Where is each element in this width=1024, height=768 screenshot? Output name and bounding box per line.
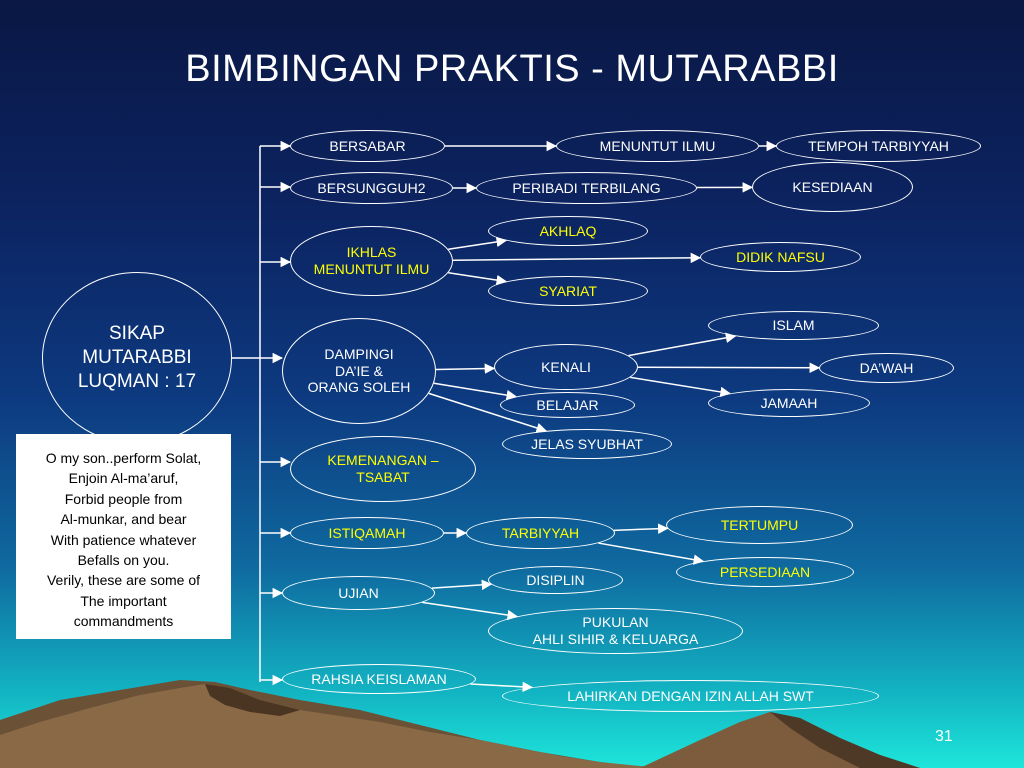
arrow-ikhlas-to-akhlaq bbox=[448, 236, 508, 251]
node-jamaah: JAMAAH bbox=[708, 389, 870, 417]
node-to-node-arrows bbox=[422, 140, 821, 693]
node-disiplin: DISIPLIN bbox=[488, 566, 623, 594]
node-tempoh-tarbiyyah: TEMPOH TARBIYYAH bbox=[776, 130, 981, 162]
arrow-kenali-to-islam bbox=[628, 332, 737, 357]
page-title: BIMBINGAN PRAKTIS - MUTARABBI bbox=[185, 48, 839, 90]
right-mountain-shadow bbox=[770, 712, 920, 768]
node-syariat: SYARIAT bbox=[488, 276, 648, 306]
arrow-dampingi-to-kenali bbox=[435, 363, 496, 374]
node-akhlaq: AKHLAQ bbox=[488, 216, 648, 246]
arrow-ujian-to-disiplin bbox=[431, 579, 493, 591]
node-kemenangan: KEMENANGAN – TSABAT bbox=[290, 436, 476, 502]
node-dampingi: DAMPINGI DA’IE & ORANG SOLEH bbox=[282, 318, 436, 424]
arrow-ikhlas-to-syariat bbox=[448, 271, 508, 286]
arrow-tarbiyyah-to-persediaan bbox=[598, 542, 705, 565]
arrow-dampingi-to-jelas_syubhat bbox=[428, 392, 547, 433]
arrow-rahsia_keislaman-to-lahirkan bbox=[470, 681, 533, 693]
arrow-kenali-to-dawah bbox=[637, 362, 821, 374]
node-dawah: DA’WAH bbox=[819, 353, 954, 383]
node-bersabar: BERSABAR bbox=[290, 130, 445, 162]
node-tarbiyyah: TARBIYYAH bbox=[466, 517, 615, 549]
arrow-dampingi-to-belajar bbox=[433, 382, 518, 401]
arrow-kenali-to-jamaah bbox=[630, 376, 731, 398]
node-peribadi-terbilang: PERIBADI TERBILANG bbox=[476, 172, 697, 204]
quote-box: O my son..perform Solat, Enjoin Al-ma’ar… bbox=[16, 434, 231, 639]
node-ujian: UJIAN bbox=[282, 576, 435, 610]
node-islam: ISLAM bbox=[708, 311, 879, 340]
node-root: SIKAP MUTARABBI LUQMAN : 17 bbox=[42, 272, 232, 444]
node-persediaan: PERSEDIAAN bbox=[676, 557, 854, 587]
node-kesediaan: KESEDIAAN bbox=[752, 162, 913, 212]
arrow-ujian-to-pukulan bbox=[422, 601, 518, 621]
node-pukulan: PUKULAN AHLI SIHIR & KELUARGA bbox=[488, 608, 743, 654]
node-jelas-syubhat: JELAS SYUBHAT bbox=[502, 429, 672, 459]
slide-number: 31 bbox=[935, 728, 953, 745]
node-rahsia-keislaman: RAHSIA KEISLAMAN bbox=[282, 664, 476, 694]
node-menuntut-ilmu: MENUNTUT ILMU bbox=[556, 130, 759, 162]
node-ikhlas: IKHLAS MENUNTUT ILMU bbox=[290, 226, 453, 296]
arrow-tarbiyyah-to-tertumpu bbox=[613, 523, 669, 534]
main-mountain bbox=[0, 684, 700, 768]
node-kenali: KENALI bbox=[494, 344, 638, 390]
node-tertumpu: TERTUMPU bbox=[666, 506, 853, 544]
root-branch-connectors bbox=[231, 140, 292, 686]
node-lahirkan: LAHIRKAN DENGAN IZIN ALLAH SWT bbox=[502, 680, 879, 712]
node-belajar: BELAJAR bbox=[500, 392, 635, 418]
mountain-ridge-shadow bbox=[205, 684, 300, 716]
arrow-ikhlas-to-didik_nafsu bbox=[452, 252, 702, 264]
node-istiqamah: ISTIQAMAH bbox=[290, 517, 444, 549]
node-bersungguh2: BERSUNGGUH2 bbox=[290, 172, 453, 204]
node-didik-nafsu: DIDIK NAFSU bbox=[700, 242, 861, 272]
